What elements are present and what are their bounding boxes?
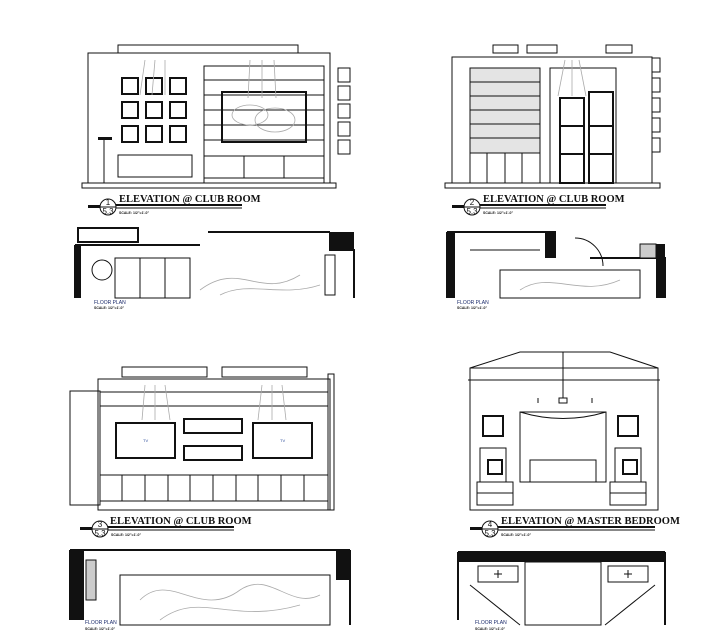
floor-plan-3: FLOOR PLAN SCALE: 1/2"=1'-0" xyxy=(69,549,351,631)
floor-plan-2: FLOOR PLAN SCALE: 1/2"=1'-0" xyxy=(446,231,666,310)
tv-label: TV xyxy=(143,438,148,443)
elevation-title: ELEVATION @ MASTER BEDROOM xyxy=(501,516,680,527)
floor-plan-scale: SCALE: 1/2"=1'-0" xyxy=(457,306,487,310)
elevation-title: ELEVATION @ CLUB ROOM xyxy=(119,194,261,205)
floor-plan-label: FLOOR PLAN xyxy=(94,300,126,306)
elevation-3-drawing: TV TV xyxy=(69,366,335,511)
scale-label: SCALE: 1/2"=1'-0" xyxy=(483,211,513,215)
floor-plan-scale: SCALE: 1/2"=1'-0" xyxy=(475,627,505,631)
drawing-number: 4 xyxy=(488,520,493,529)
sheet-number: 5.3 xyxy=(102,207,114,216)
tv-label: TV xyxy=(280,438,285,443)
floor-plan-4: FLOOR PLAN SCALE: 1/2"=1'-0" xyxy=(457,551,666,631)
elevation-2-title-block: 2 5.3 ELEVATION @ CLUB ROOM SCALE: 1/2"=… xyxy=(452,194,625,216)
floor-plan-label: FLOOR PLAN xyxy=(85,620,117,626)
floor-plan-1: FLOOR PLAN SCALE: 1/2"=1'-0" xyxy=(74,227,355,310)
scale-label: SCALE: 1/2"=1'-0" xyxy=(111,533,141,537)
elevation-title: ELEVATION @ CLUB ROOM xyxy=(483,194,625,205)
elevation-4-title-block: 4 5.3 ELEVATION @ MASTER BEDROOM SCALE: … xyxy=(470,516,680,538)
elevation-1-title-block: 1 5.3 ELEVATION @ CLUB ROOM SCALE: 1/2"=… xyxy=(88,194,261,216)
floor-plan-label: FLOOR PLAN xyxy=(475,620,507,626)
scale-label: SCALE: 1/2"=1'-0" xyxy=(501,533,531,537)
elevation-3-title-block: 3 5.3 ELEVATION @ CLUB ROOM SCALE: 1/2"=… xyxy=(80,516,252,538)
floor-plan-scale: SCALE: 1/2"=1'-0" xyxy=(85,627,115,631)
sheet-number: 5.3 xyxy=(94,529,106,538)
scale-label: SCALE: 1/2"=1'-0" xyxy=(119,211,149,215)
sheet-number: 5.3 xyxy=(466,207,478,216)
drawing-number: 1 xyxy=(106,198,111,207)
sheet-number: 5.3 xyxy=(484,529,496,538)
floor-plan-scale: SCALE: 1/2"=1'-0" xyxy=(94,306,124,310)
drawing-number: 3 xyxy=(98,520,103,529)
elevation-title: ELEVATION @ CLUB ROOM xyxy=(110,516,252,527)
drawing-number: 2 xyxy=(470,198,475,207)
floor-plan-label: FLOOR PLAN xyxy=(457,300,489,306)
elevation-1-drawing xyxy=(81,44,351,189)
elevation-2-drawing xyxy=(444,44,661,189)
elevation-4-drawing xyxy=(468,351,660,511)
